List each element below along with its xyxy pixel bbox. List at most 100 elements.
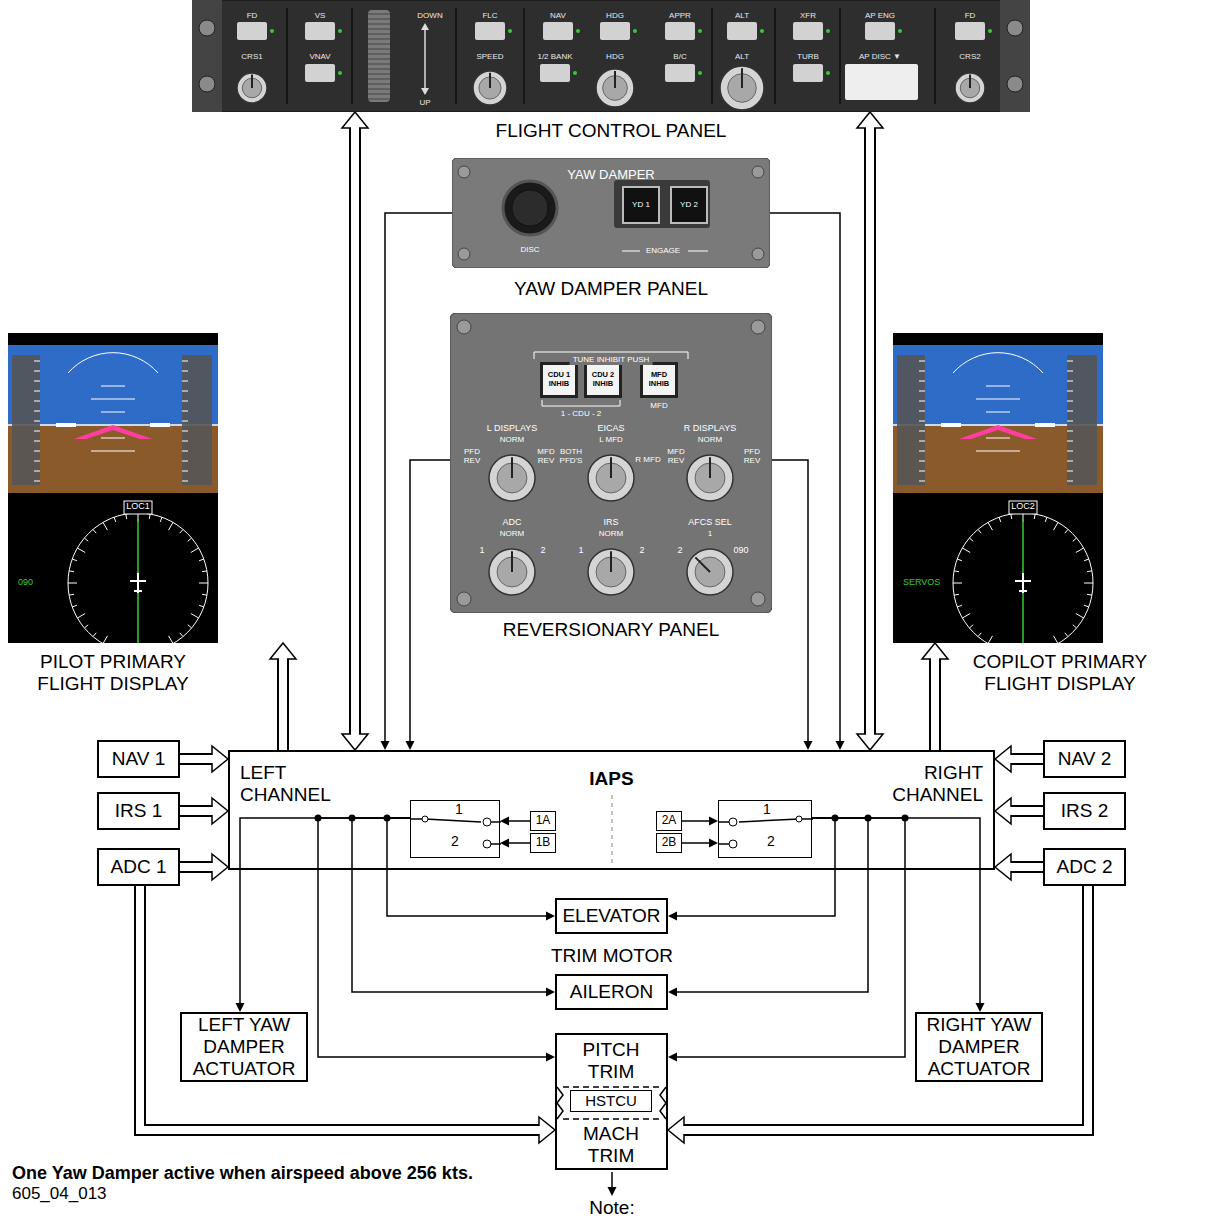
compass-tick xyxy=(77,548,85,553)
compass-tick xyxy=(1076,548,1084,553)
bus-arrow xyxy=(180,854,228,880)
screen xyxy=(8,333,218,643)
node-label: NAV 2 xyxy=(1058,748,1112,770)
label-holder: NORM xyxy=(500,530,524,539)
label-holder: TURB xyxy=(797,53,819,62)
compass-tick xyxy=(199,559,204,561)
tape-tick xyxy=(182,451,188,452)
screw xyxy=(458,248,470,260)
signal-line xyxy=(240,818,410,1004)
wheel-rib xyxy=(368,14,390,15)
tape-tick xyxy=(919,371,925,372)
label-holder: CRS2 xyxy=(959,53,980,62)
signal-line xyxy=(772,460,808,742)
end-cap xyxy=(192,0,222,112)
knob-pointer xyxy=(969,75,971,89)
compass-tick xyxy=(953,583,962,584)
compass-tick xyxy=(988,636,993,643)
bus-core xyxy=(279,657,287,751)
panel-legend: CRS2 xyxy=(959,53,980,62)
tape-tick xyxy=(34,451,40,452)
compass-tick xyxy=(954,594,959,596)
label-holder: ALT xyxy=(735,12,749,21)
signal-line xyxy=(508,820,530,822)
separator xyxy=(351,8,353,104)
disc-cap xyxy=(512,190,548,226)
label-holder: NORM xyxy=(500,436,524,445)
tape-tick xyxy=(919,361,925,362)
panel-legend: APPR xyxy=(669,12,691,21)
panel-legend: TURB xyxy=(797,53,819,62)
push-button xyxy=(665,22,695,40)
knob-pointer xyxy=(709,457,711,478)
label-holder: PFD REV xyxy=(741,448,763,466)
indicator-dot xyxy=(698,29,702,33)
label-holder: MFD REV xyxy=(535,448,557,466)
tape-tick xyxy=(1067,401,1073,402)
panel-legend: NORM xyxy=(599,530,623,539)
bus-core xyxy=(1009,863,1044,871)
screw xyxy=(457,592,471,606)
display-readout: 090 xyxy=(733,546,748,556)
compass-tick xyxy=(1034,514,1036,519)
text-holder: REVERSIONARY PANEL xyxy=(450,619,772,641)
panel-legend: PFD REV xyxy=(741,448,763,466)
label-holder: TUNE INHIBIT PUSH xyxy=(570,348,653,366)
node-label: IAPS xyxy=(230,768,993,790)
knob xyxy=(687,549,733,595)
compass-tick xyxy=(68,583,77,584)
compass-tick xyxy=(84,538,88,541)
label-holder: AP ENG xyxy=(865,12,895,21)
tape-tick xyxy=(919,461,925,462)
tape-tick xyxy=(919,381,925,382)
label-holder: EICAS xyxy=(597,424,624,434)
tape-tick xyxy=(182,431,188,432)
node-label: 2 xyxy=(767,833,775,849)
compass-tick xyxy=(188,625,192,628)
panel-legend: 1 xyxy=(479,546,484,556)
panel-legend: MFD REV xyxy=(665,448,687,466)
bus-arrow xyxy=(270,643,296,750)
arrow-head xyxy=(421,23,429,95)
node-label: 1A xyxy=(536,814,551,828)
speed-tape xyxy=(897,355,925,485)
panel-face xyxy=(192,0,1030,112)
screw xyxy=(199,76,215,92)
label-holder: APPR xyxy=(669,12,691,21)
tape-tick xyxy=(182,391,188,392)
tape-tick xyxy=(34,381,40,382)
knob-pointer xyxy=(614,71,616,88)
node-label: 1B xyxy=(536,836,551,850)
label-holder: R DISPLAYS xyxy=(684,424,736,434)
tape-tick xyxy=(182,411,188,412)
wheel-rib xyxy=(368,64,390,65)
node-label: 2A xyxy=(662,814,677,828)
node-label: LEFT YAW DAMPER ACTUATOR xyxy=(186,1014,302,1080)
compass-tick xyxy=(969,538,973,541)
servo-box: ELEVATOR xyxy=(555,898,668,934)
label-holder: SERVOS xyxy=(903,578,940,588)
panel-legend: 1 xyxy=(578,546,583,556)
compass-tick xyxy=(188,538,192,541)
arrow-head xyxy=(836,741,845,750)
panel-legend: 1 - CDU - 2 xyxy=(558,410,604,419)
compass-tick xyxy=(160,517,162,522)
tape-tick xyxy=(34,481,40,482)
tape-tick xyxy=(919,481,925,482)
panel-legend: EICAS xyxy=(597,424,624,434)
bracket-line xyxy=(622,251,640,252)
label-holder: 2 xyxy=(639,546,644,556)
node-label: FLIGHT CONTROL PANEL xyxy=(192,120,1030,142)
screen xyxy=(893,333,1103,643)
switch-contact xyxy=(729,840,737,848)
compass-tick xyxy=(69,594,74,596)
knob xyxy=(237,73,267,103)
tape-tick xyxy=(182,371,188,372)
arrow-head xyxy=(500,817,509,826)
panel-legend: B/C xyxy=(673,53,686,62)
sensor-box: IRS 1 xyxy=(97,792,180,830)
node-label: 1 xyxy=(763,801,771,817)
arrow-head xyxy=(546,912,555,921)
bus-arrow xyxy=(180,746,228,772)
node-label: PITCH TRIM xyxy=(566,1039,656,1083)
